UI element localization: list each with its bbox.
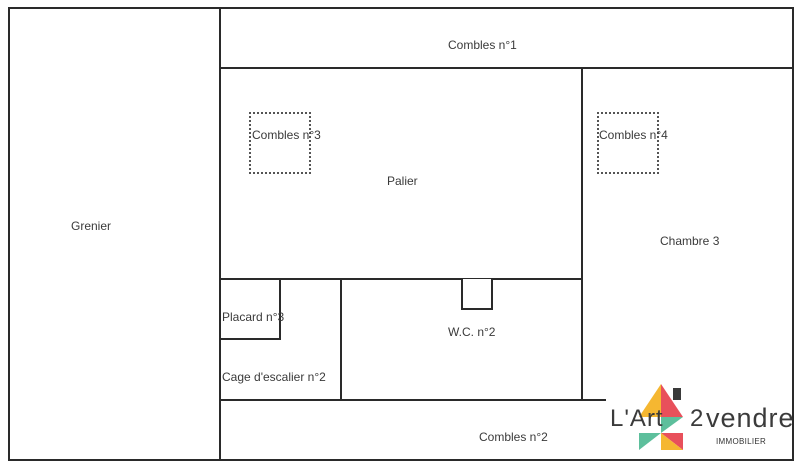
logo-bottom-left-green xyxy=(639,433,661,450)
wall-outer-top xyxy=(8,7,794,9)
room-label-grenier: Grenier xyxy=(71,219,112,233)
room-label-chambre3: Chambre 3 xyxy=(660,234,720,248)
wall-combles2-top xyxy=(219,399,794,401)
wall-outer-bottom xyxy=(8,459,794,461)
room-label-palier: Palier xyxy=(387,174,418,188)
room-label-cage-escalier2: Cage d'escalier n°2 xyxy=(222,370,326,384)
wall-palier-bottom xyxy=(219,278,583,280)
wall-grenier-divider xyxy=(219,7,221,461)
room-label-combles1: Combles n°1 xyxy=(448,38,517,52)
wall-palier-chambre xyxy=(581,67,583,401)
wall-placard-bottom xyxy=(219,338,281,340)
brand-logo: L'Art 2 vendre IMMOBILIER xyxy=(606,382,795,454)
room-label-combles3: Combles n°3 xyxy=(252,128,321,142)
combles3-hatch xyxy=(249,112,311,174)
wc-fixture xyxy=(461,279,493,310)
combles4-hatch xyxy=(597,112,659,174)
room-label-placard3: Placard n°3 xyxy=(222,310,285,324)
wall-outer-right xyxy=(792,7,794,461)
room-label-combles2: Combles n°2 xyxy=(479,430,548,444)
logo-middle-green xyxy=(661,417,683,433)
logo-text-2: 2 xyxy=(690,405,704,432)
logo-text-vendre: vendre xyxy=(706,403,795,433)
logo-roof-left xyxy=(639,384,661,417)
wall-outer-left xyxy=(8,7,10,461)
logo-roof-right xyxy=(661,384,683,417)
room-label-combles4: Combles n°4 xyxy=(599,128,668,142)
logo-text-lart: L'Art xyxy=(610,405,664,432)
room-label-wc2: W.C. n°2 xyxy=(448,325,496,339)
logo-chimney xyxy=(673,388,681,400)
wall-cage-wc xyxy=(340,278,342,401)
logo-bottom-right-yellow xyxy=(661,433,683,450)
wall-placard-right xyxy=(279,278,281,340)
wall-combles1-bottom xyxy=(219,67,794,69)
logo-subtitle: IMMOBILIER xyxy=(716,437,767,446)
house-logo-icon xyxy=(639,384,683,450)
